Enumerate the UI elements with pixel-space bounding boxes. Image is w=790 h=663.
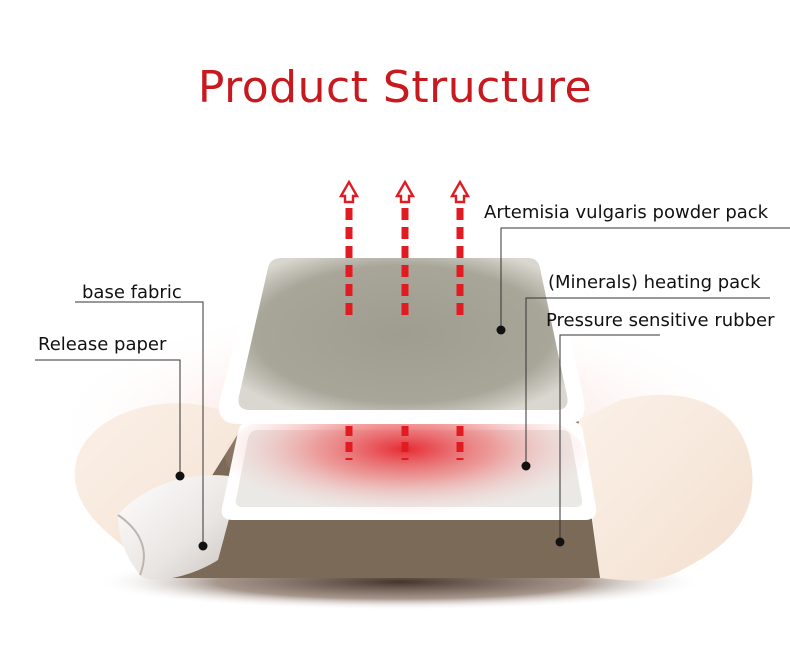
release-paper-curl-edge (117, 514, 145, 576)
heat-arrow-middle (394, 179, 416, 318)
leader-minerals (525, 297, 770, 466)
label-base-fabric: base fabric (82, 282, 182, 303)
label-minerals-heating-pack: (Minerals) heating pack (548, 272, 761, 293)
leader-artemisia (500, 227, 790, 330)
page-title: Product Structure (197, 62, 593, 113)
dot-artemisia (496, 325, 506, 335)
label-pressure-sensitive-rubber: Pressure sensitive rubber (546, 310, 775, 331)
dot-rubber (555, 537, 565, 547)
dot-minerals (521, 461, 531, 471)
label-release-paper: Release paper (38, 334, 167, 355)
heat-arrow-left (338, 179, 360, 318)
powder-pack-fill (238, 258, 568, 410)
leader-rubber (559, 334, 660, 542)
release-paper-curl (118, 475, 240, 580)
heat-arrow-right (449, 179, 471, 318)
leader-release-paper (35, 359, 181, 476)
leader-base-fabric (75, 301, 204, 546)
dot-base-fabric (198, 541, 208, 551)
release-paper-right-lobe (580, 394, 753, 581)
label-artemisia-powder-pack: Artemisia vulgaris powder pack (484, 202, 769, 223)
dot-release-paper (175, 471, 185, 481)
heating-red-glow (225, 395, 585, 515)
